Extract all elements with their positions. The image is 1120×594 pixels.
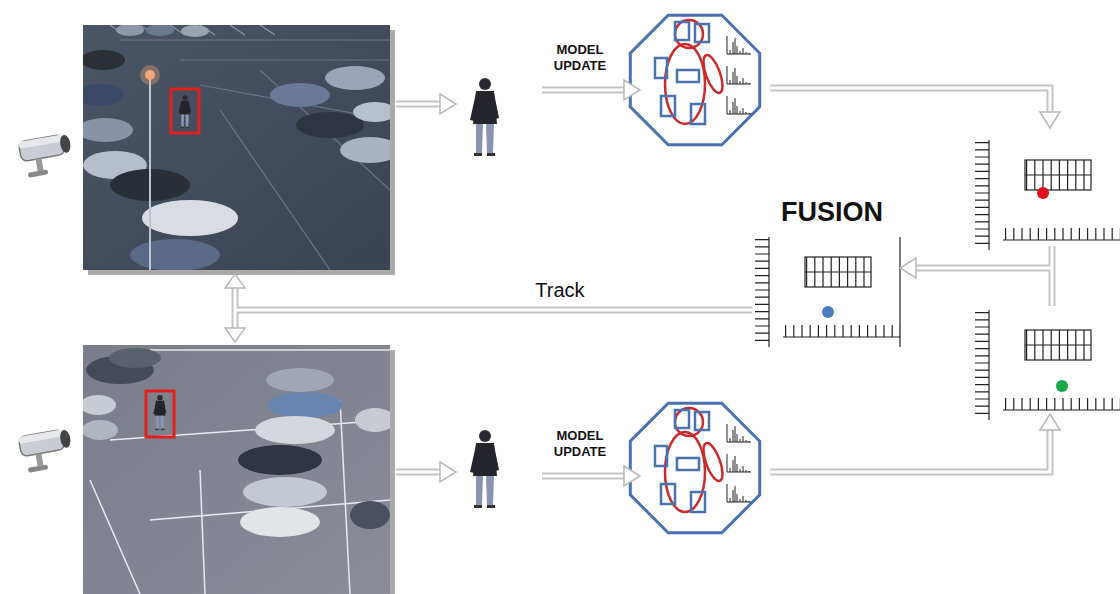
node-heading: FUSION [752,196,912,228]
fusion-map: FUSION [752,196,912,348]
arrow-label: MODEL UPDATE [540,42,620,73]
arrow-label: MODEL UPDATE [540,428,620,459]
track-label: Track [515,278,605,302]
